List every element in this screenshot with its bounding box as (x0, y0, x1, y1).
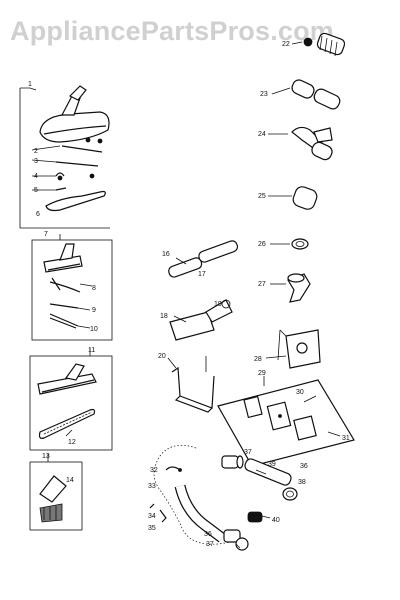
label-32: 32 (150, 467, 158, 474)
hose-end-part-22 (303, 32, 346, 57)
label-19: 19 (214, 301, 222, 308)
clip-part-32 (165, 466, 182, 472)
hose-cuff-part-37a (221, 455, 244, 469)
label-31: 31 (342, 435, 350, 442)
hose-end-part-40 (247, 511, 263, 523)
clip-part-4 (55, 172, 95, 181)
label-16: 16 (162, 251, 170, 258)
label-36-lower: 36 (204, 531, 212, 538)
label-9: 9 (92, 307, 96, 314)
label-17: 17 (198, 271, 206, 278)
swivel-part-36-37 (223, 529, 249, 551)
small-parts-34 (149, 503, 167, 523)
label-3: 3 (34, 158, 38, 165)
label-13: 13 (42, 453, 50, 460)
bumper-part-6 (45, 190, 106, 212)
label-33: 33 (148, 483, 156, 490)
cuff-part-38 (282, 487, 298, 501)
part-number-labels: 1 2 3 4 5 6 7 8 9 10 11 12 13 14 16 17 1… (28, 41, 350, 548)
label-37-upper: 37 (244, 449, 252, 456)
label-28: 28 (254, 356, 262, 363)
part-10 (49, 313, 79, 329)
group-frame-13 (29, 461, 83, 531)
label-2: 2 (34, 148, 38, 155)
part-9 (49, 303, 79, 309)
group-frame-1 (19, 87, 110, 229)
y-connector-part-24 (291, 126, 333, 161)
adapter-part-25 (292, 186, 318, 210)
coupling-part-23 (291, 79, 341, 110)
label-4: 4 (34, 173, 38, 180)
label-12: 12 (68, 439, 76, 446)
floor-brush-part-1 (39, 85, 110, 143)
brush-strip-part-2 (61, 137, 103, 153)
wand-part-16-17 (168, 240, 239, 278)
rug-nozzle-part-11 (37, 363, 97, 395)
ring-part-26 (291, 238, 309, 250)
group-frame-7 (31, 239, 113, 341)
label-27: 27 (258, 281, 266, 288)
brush-ring-part-12 (38, 408, 96, 439)
leader-lines (29, 41, 341, 549)
bracket-part-20 (171, 366, 215, 413)
elbow-part-27 (287, 273, 311, 303)
group-frame-11 (29, 355, 113, 451)
label-22: 22 (282, 41, 290, 48)
label-20: 20 (158, 353, 166, 360)
label-23: 23 (260, 91, 268, 98)
label-1: 1 (28, 81, 32, 88)
label-8: 8 (92, 285, 96, 292)
bag-holder-part-28 (277, 329, 321, 369)
label-26: 26 (258, 241, 266, 248)
watermark-text: AppliancePartsPros.com (10, 16, 335, 46)
label-38: 38 (298, 479, 306, 486)
label-40: 40 (272, 517, 280, 524)
straight-wand-part-39 (244, 458, 292, 486)
label-29: 29 (258, 370, 266, 377)
label-24: 24 (258, 131, 266, 138)
label-34: 34 (148, 513, 156, 520)
label-18: 18 (160, 313, 168, 320)
label-14: 14 (66, 477, 74, 484)
flex-hose-assembly (150, 442, 244, 548)
label-39: 39 (268, 461, 276, 468)
label-30: 30 (296, 389, 304, 396)
label-25: 25 (258, 193, 266, 200)
upholstery-nozzle-part-7 (43, 243, 83, 273)
part-8 (49, 277, 81, 293)
floor-tool-part-18-19 (169, 299, 233, 341)
label-37-lower: 37 (206, 541, 214, 548)
crevice-tool-part-14 (39, 475, 67, 523)
label-7: 7 (44, 231, 48, 238)
label-5: 5 (34, 187, 38, 194)
curved-wand-part-33-35 (174, 484, 226, 543)
panel-part-29 (217, 379, 355, 467)
label-6: 6 (36, 211, 40, 218)
label-36-upper: 36 (300, 463, 308, 470)
label-11: 11 (88, 347, 95, 354)
label-10: 10 (90, 326, 98, 333)
screw-part-5 (55, 187, 67, 191)
brush-strip-part-3 (55, 161, 99, 167)
label-35: 35 (148, 525, 156, 532)
